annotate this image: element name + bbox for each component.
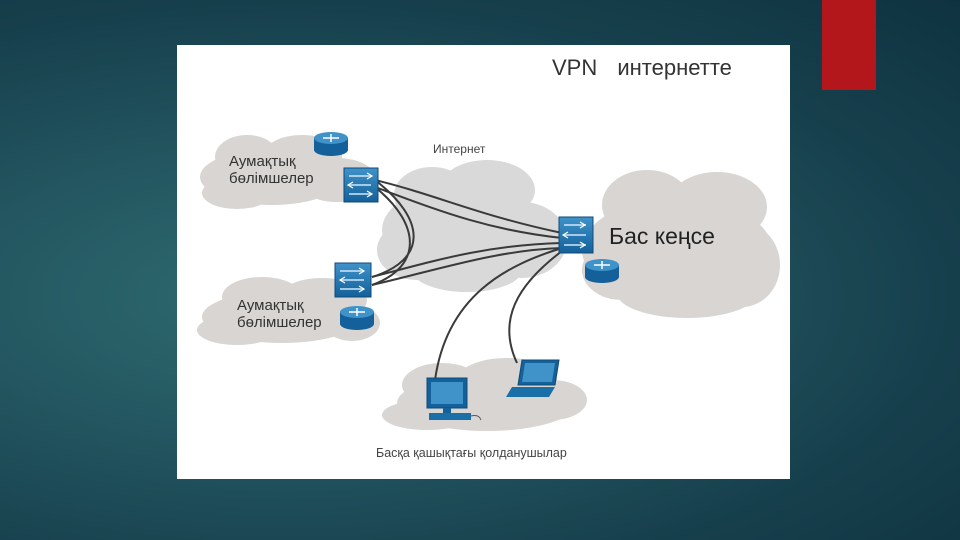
branch-2-firewall-icon [334,262,372,298]
headquarters-firewall-icon [558,216,594,254]
diagram-title: VPN интернетте [552,55,732,80]
laptop-icon [506,359,560,397]
network-diagram [197,132,780,431]
desktop-computer-icon [426,377,482,421]
headquarters-label: Бас кеңсе [609,223,715,249]
headquarters-router-icon [585,259,619,283]
branch-2-router-icon [340,306,374,330]
vpn-connections [371,179,563,381]
internet-cloud-icon [377,160,567,292]
branch-1-firewall-icon [343,167,379,203]
accent-bar [822,0,876,90]
diagram-image: VPN интернетте Интернет Аумақтық бөлімше… [177,45,790,479]
internet-label: Интернет [433,142,486,156]
branch-2-label: Аумақтық бөлімшелер [237,297,322,332]
remote-users-label: Басқа қашықтағы қолданушылар [376,446,567,460]
headquarters-cloud-icon [582,170,780,318]
branch-1-label: Аумақтық бөлімшелер [229,153,314,188]
branch-1-router-icon [314,132,348,156]
